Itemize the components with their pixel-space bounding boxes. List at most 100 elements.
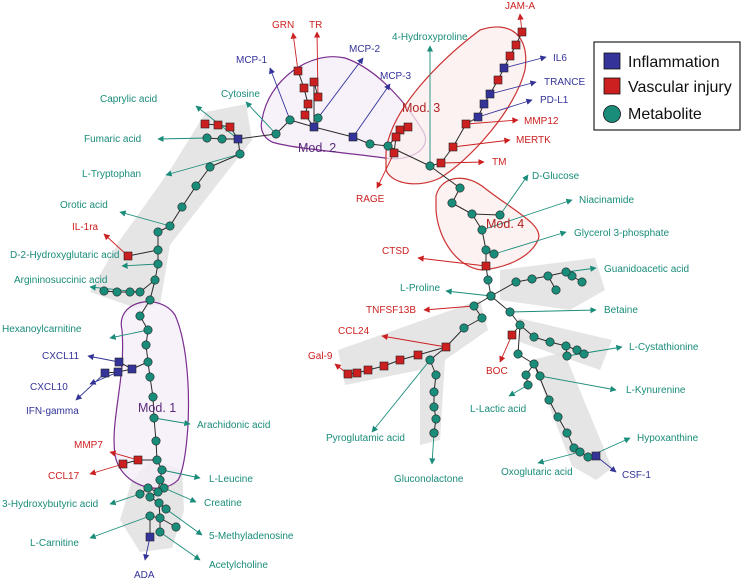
arrow-l-proline: [445, 288, 492, 297]
node-cxh: [143, 357, 153, 367]
node-c7: [145, 295, 155, 305]
node-csf: [591, 451, 601, 461]
edge-r21-r23: [533, 363, 550, 401]
node-rage2: [403, 122, 413, 132]
node-b1: [155, 475, 165, 485]
label-l-cystathionine: L-Cystathionine: [629, 342, 699, 353]
node-tr3: [300, 110, 310, 120]
node-glu: [429, 428, 439, 438]
label-arrows-layer: [75, 13, 631, 561]
node-r23: [544, 395, 554, 405]
node-ccl24: [441, 342, 451, 352]
module-4-outline: [435, 177, 540, 271]
node-il6: [499, 63, 509, 73]
node-c2: [191, 181, 201, 191]
arrow-ifn-gamma: [75, 372, 106, 401]
node-il1ra: [123, 251, 133, 261]
node-cx10: [113, 367, 123, 377]
arrow-3-hydroxybutyric-acid: [109, 493, 141, 506]
node-dglu: [495, 210, 505, 220]
label-ccl24: CCL24: [338, 326, 370, 337]
arrow-mcp-1: [269, 67, 291, 121]
label-mcp-2: MCP-2: [349, 44, 381, 55]
label-tm: TM: [492, 157, 506, 168]
node-r24: [553, 412, 563, 422]
node-cx3: [127, 364, 137, 374]
node-gua3: [543, 271, 553, 281]
node-tr: [313, 92, 323, 102]
node-m3b: [493, 75, 503, 85]
node-pdl1: [473, 112, 483, 122]
arrow-cytosine: [245, 101, 277, 135]
arrow-l-kynurenine: [539, 375, 617, 393]
node-f1: [200, 119, 210, 129]
label-rage: RAGE: [356, 194, 385, 205]
node-ltrp: [235, 149, 245, 159]
node-kyn: [535, 371, 545, 381]
arrow-rage: [376, 152, 395, 189]
node-ifn: [100, 368, 110, 378]
node-cytosine: [271, 129, 281, 139]
arrow-d-2-hydroxyglutaric-acid: [121, 262, 159, 269]
edge-m2hub-mcp3: [313, 126, 354, 138]
label-l-leucine: L-Leucine: [209, 474, 253, 485]
node-lpro: [486, 291, 496, 301]
label-l-kynurenine: L-Kynurenine: [626, 385, 686, 396]
arrow-hexanoylcarnitine: [109, 329, 149, 340]
node-tnf: [469, 301, 479, 311]
arrow-boc: [499, 334, 513, 363]
label-orotic-acid: Orotic acid: [60, 200, 108, 211]
label-ada: ADA: [134, 570, 155, 581]
node-capa: [233, 134, 243, 144]
label-cytosine: Cytosine: [221, 89, 260, 100]
arrow-cxcl11: [87, 353, 120, 363]
node-ctsd: [481, 261, 491, 271]
node-gua1: [511, 277, 521, 287]
arrow-tm: [440, 158, 485, 166]
edge-hyp-m4a: [429, 165, 461, 189]
node-r2: [477, 313, 487, 323]
node-r9: [431, 370, 441, 380]
edge-cytosine-capa: [237, 133, 277, 140]
node-guan: [561, 267, 571, 277]
node-r10: [429, 387, 439, 397]
label-mcp-1: MCP-1: [236, 55, 268, 66]
arrow-ctsd: [417, 255, 487, 267]
node-r0: [483, 275, 493, 285]
node-cx11: [114, 357, 124, 367]
arrow-mmp7: [109, 450, 139, 461]
node-mertk: [448, 142, 458, 152]
module-1-label: Mod. 1: [138, 401, 176, 415]
label-tnfsf13b: TNFSF13B: [366, 305, 416, 316]
module-3-outline: [385, 26, 527, 185]
node-rage: [389, 148, 399, 158]
node-mea: [161, 504, 171, 514]
label-d-glucose: D-Glucose: [532, 171, 580, 182]
label-csf-1: CSF-1: [622, 470, 651, 481]
arrow-creatine: [163, 487, 197, 503]
label-trance: TRANCE: [544, 77, 585, 88]
node-m1b: [141, 340, 151, 350]
label-l-tryptophan: L-Tryptophan: [82, 169, 141, 180]
label-hypoxanthine: Hypoxanthine: [637, 433, 699, 444]
arrow-oxoglutaric-acid: [537, 451, 581, 465]
node-d2hg: [153, 259, 163, 269]
arrow-l-carnitine: [89, 515, 151, 540]
node-r14: [515, 320, 525, 330]
arrow-grn: [290, 32, 299, 72]
label-l-proline: L-Proline: [400, 283, 440, 294]
label-5-methyladenosine: 5-Methyladenosine: [209, 531, 294, 542]
label-arachidonic-acid: Arachidonic acid: [197, 420, 270, 431]
module-outlines-layer: [113, 26, 540, 489]
label-d-2-hydroxyglutaric-acid: D-2-Hydroxyglutaric acid: [10, 250, 119, 261]
arrow-mcp-3: [352, 83, 391, 138]
node-jama: [517, 27, 527, 37]
arrow-mcp-2: [317, 57, 364, 119]
label-il-1ra: IL-1ra: [72, 222, 99, 233]
node-hb: [135, 489, 145, 499]
node-m3c: [505, 51, 515, 61]
label-3-hydroxybutyric-acid: 3-Hydroxybutyric acid: [2, 499, 98, 510]
node-r8: [352, 368, 362, 378]
label-gluconolactone: Gluconolactone: [394, 474, 464, 485]
node-m3d: [511, 40, 521, 50]
